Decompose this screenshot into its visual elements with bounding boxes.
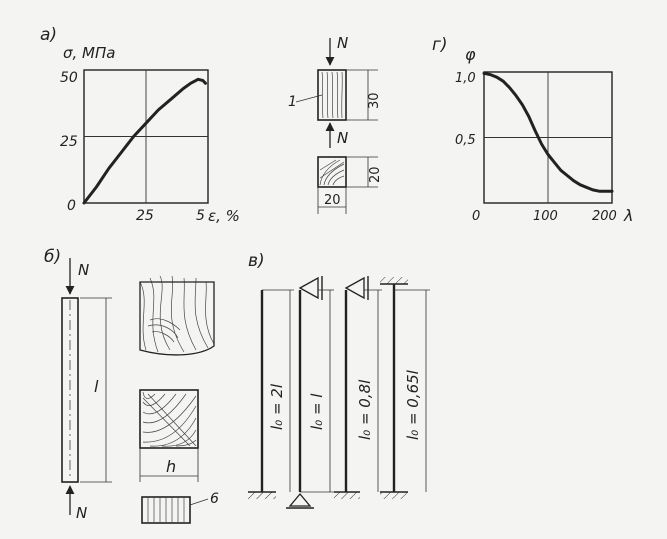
panel-g-y-axis-label: φ xyxy=(465,45,476,64)
panel-b: б) N N l h 6 xyxy=(44,247,219,524)
specimen-load-bottom-label: N xyxy=(337,129,348,147)
case-1-label: l₀ = 2l xyxy=(268,383,286,430)
panel-g: г) φ λ 1,0 0,5 0 100 200 xyxy=(432,35,633,225)
case-4-top-hatch xyxy=(380,277,408,284)
wood-knot-detail xyxy=(139,275,215,353)
case-4-label: l₀ = 0,65l xyxy=(404,369,422,440)
column-cross-section-rings xyxy=(142,391,197,447)
panel-a-x-tick-5: 5 xyxy=(196,208,205,224)
panel-a-y-axis-label: σ, МПа xyxy=(63,44,115,62)
specimen-grain-lines xyxy=(321,71,343,119)
case-3-top-support xyxy=(344,276,365,300)
wood-knot-outline xyxy=(139,281,215,356)
panel-g-x-axis-label: λ xyxy=(623,206,633,225)
case-4-base-hatch xyxy=(380,492,408,499)
column-cross-section xyxy=(139,389,199,449)
column-width-label: h xyxy=(166,457,176,476)
case-3-base-hatch xyxy=(334,492,360,499)
specimen-drawing: N 1 N 30 20 20 xyxy=(288,34,383,214)
cross-section-growth-rings xyxy=(319,159,345,186)
case-2-top-support xyxy=(298,276,319,300)
panel-a-label: а) xyxy=(40,25,57,45)
column-callout-label: 6 xyxy=(210,491,219,507)
specimen-callout-label: 1 xyxy=(288,94,297,110)
column-load-top-label: N xyxy=(78,261,89,279)
stress-strain-chart xyxy=(82,69,209,205)
section-height-dim: 20 xyxy=(368,166,383,183)
panel-g-x-tick-0: 0 xyxy=(472,209,480,224)
case-2-bottom-support xyxy=(288,492,312,507)
panel-g-y-tick-1: 1,0 xyxy=(455,71,476,86)
column-case-1: l₀ = 2l xyxy=(248,289,294,499)
case-3-label: l₀ = 0,8l xyxy=(356,379,374,440)
panel-g-x-tick-100: 100 xyxy=(533,209,558,224)
stress-strain-series-line-0 xyxy=(82,77,207,205)
panel-b-label: б) xyxy=(44,247,61,267)
specimen-callout-leader xyxy=(295,94,323,103)
column-length-label: l xyxy=(94,377,99,396)
panel-a-y-tick-50: 50 xyxy=(60,70,78,86)
panel-g-label: г) xyxy=(432,35,448,55)
panel-a: а) σ, МПа ε, % 0 50 25 25 5 xyxy=(40,25,240,225)
panel-v-label: в) xyxy=(248,251,265,271)
column-case-2: l₀ = l xyxy=(286,276,334,509)
specimen-height-dim: 30 xyxy=(367,92,382,109)
section-width-dim: 20 xyxy=(324,193,341,208)
column-case-4: l₀ = 0,65l xyxy=(380,277,430,499)
panel-g-y-tick-05: 0,5 xyxy=(455,133,476,148)
panel-a-y-tick-25: 25 xyxy=(60,134,78,150)
panel-g-x-tick-200: 200 xyxy=(592,209,617,224)
buckling-coefficient-chart xyxy=(482,71,614,204)
column-load-bottom-label: N xyxy=(76,504,87,522)
column-side-section-lines xyxy=(147,497,185,523)
panel-a-origin-label: 0 xyxy=(67,198,76,214)
column-callout-leader xyxy=(189,498,209,506)
panel-a-x-axis-label: ε, % xyxy=(208,207,240,225)
case-1-base-hatch xyxy=(248,492,276,499)
specimen-load-top-label: N xyxy=(337,34,348,52)
column-case-3: l₀ = 0,8l xyxy=(334,276,382,499)
panel-v: в) l₀ = 2l l₀ = l xyxy=(248,251,430,509)
case-2-label: l₀ = l xyxy=(308,393,326,430)
panel-a-x-tick-25: 25 xyxy=(136,208,154,224)
buckling-series-line-0 xyxy=(482,71,614,193)
